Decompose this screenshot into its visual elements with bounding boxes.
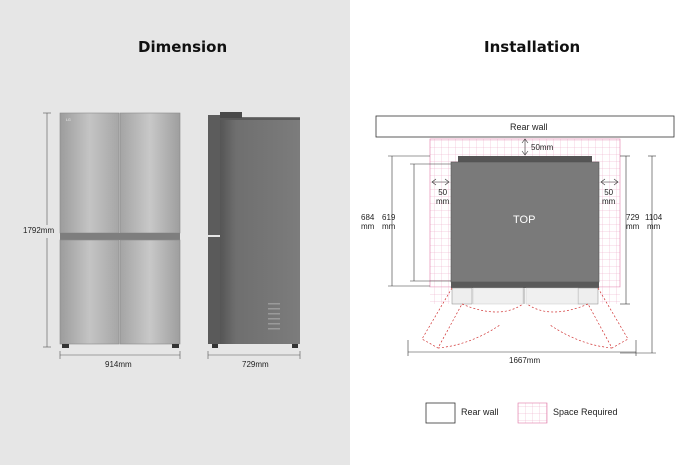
right-dimension-lines: [620, 155, 656, 354]
rear-wall-label: Rear wall: [510, 122, 548, 132]
depth-dimension-line: [207, 351, 301, 359]
fridge-top: [450, 156, 600, 288]
left-dimension-lines: [388, 155, 451, 287]
height-dimension-line: [43, 112, 51, 348]
legend-rear-wall-label: Rear wall: [461, 407, 499, 417]
legend-space-required-label: Space Required: [553, 407, 618, 417]
door-span-label: 1667mm: [509, 356, 541, 365]
installation-title: Installation: [484, 38, 581, 56]
top-gap-label: 50mm: [531, 143, 554, 152]
height-label: 1792mm: [23, 226, 55, 235]
legend-rear-wall-swatch: [425, 402, 456, 424]
top-label: TOP: [513, 214, 536, 226]
legend-space-swatch: [517, 402, 548, 424]
door-span-line: [407, 340, 637, 356]
dimension-title: Dimension: [138, 38, 228, 56]
width-dimension-line: [59, 351, 181, 359]
width-label: 914mm: [105, 360, 132, 369]
fridge-front-view: LG: [59, 112, 181, 348]
installation-drawing: [375, 115, 675, 424]
fridge-side-view: [208, 112, 300, 348]
depth-label: 729mm: [242, 360, 269, 369]
svg-text:LG: LG: [66, 118, 71, 122]
side-gap-arrows: [431, 178, 619, 186]
dimension-drawing: LG: [43, 112, 301, 359]
door-swing: [421, 287, 629, 349]
rear-wall: [375, 115, 675, 138]
top-gap-arrow: [521, 138, 529, 156]
